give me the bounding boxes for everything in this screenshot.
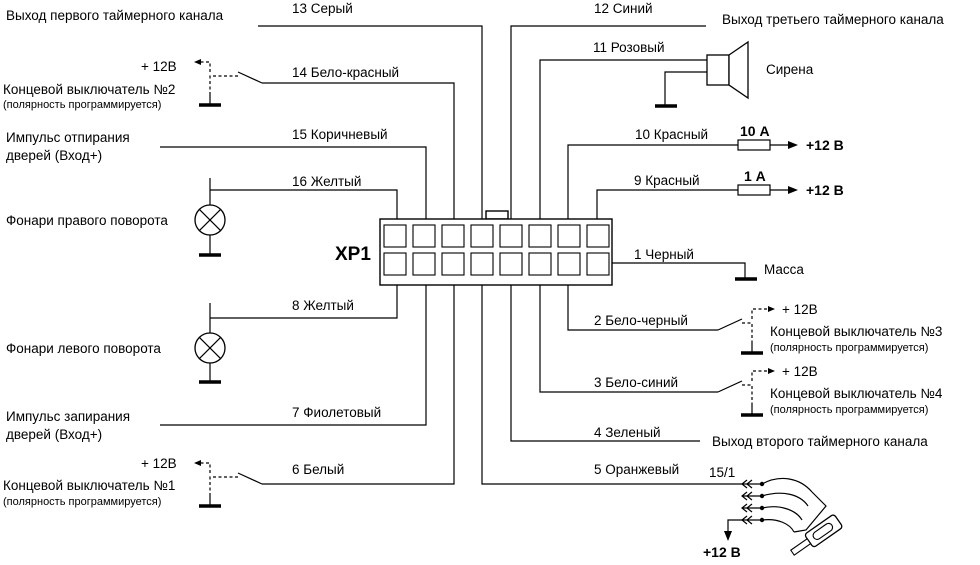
lock-pulse-label-1: Импульс запирания (6, 409, 130, 424)
wire-14 (262, 82, 455, 219)
limit-switch-1-note: (полярность программируется) (3, 496, 161, 508)
wire-16 (210, 189, 398, 219)
limit-switch-3-label: Концевой выключатель №3 (770, 324, 942, 339)
connector-pin-7 (412, 252, 436, 276)
siren-label: Сирена (766, 62, 814, 77)
connector-pin-11 (528, 224, 552, 248)
wire-13-label: 13 Серый (292, 1, 353, 16)
connector-pin-10 (557, 224, 581, 248)
limit-switch-4-label: Концевой выключатель №4 (770, 386, 943, 401)
arrow-1a (788, 186, 798, 194)
fuse-1a-label: 1 А (744, 168, 766, 184)
connector-pin-1 (586, 252, 610, 276)
timer2-out-label: Выход второго таймерного канала (712, 434, 928, 449)
fuse-10a-label: 10 А (740, 123, 770, 139)
fuse-1a-plus12: +12 В (806, 182, 844, 198)
left-turn-label: Фонари левого поворота (6, 341, 161, 356)
wire-4 (510, 285, 700, 442)
wire-7 (160, 285, 427, 426)
wire-3 (539, 285, 718, 393)
connector-pin-3 (528, 252, 552, 276)
wire-9-label: 9 Красный (634, 173, 700, 188)
fuse-1a-icon (737, 184, 771, 196)
connector-xp1 (379, 210, 613, 286)
wire-13 (258, 25, 483, 219)
limit-switch-1 (194, 460, 263, 508)
connector-pin-9 (586, 224, 610, 248)
wire-15-label: 15 Коричневый (292, 127, 388, 142)
wire-10-label: 10 Красный (635, 127, 708, 142)
unlock-pulse-label-2: дверей (Вход+) (6, 148, 102, 163)
ignition-switch-icon (724, 477, 843, 556)
timer3-out-label: Выход третьего таймерного канала (722, 12, 944, 27)
limit-switch-3-plus12: + 12В (782, 302, 818, 317)
fuse-10a-icon (737, 139, 771, 151)
wire-15 (160, 146, 427, 219)
wire-3-label: 3 Бело-синий (594, 375, 678, 390)
connector-pin-15 (412, 224, 436, 248)
wire-12-label: 12 Синий (594, 1, 653, 16)
fuse-10a-plus12: +12 В (806, 137, 844, 153)
wire-11-label: 11 Розовый (593, 40, 665, 55)
left-turn-lamp-icon (194, 303, 226, 384)
limit-switch-4-note: (полярность программируется) (770, 404, 928, 416)
connector-pin-16 (383, 224, 407, 248)
wire-16-label: 16 Желтый (292, 174, 361, 189)
wire-1 (612, 262, 746, 278)
connector-pin-4 (499, 252, 523, 276)
connector-pin-6 (441, 252, 465, 276)
connector-latch (485, 210, 509, 220)
wire-14-label: 14 Бело-красный (292, 65, 399, 80)
limit-switch-3-note: (полярность программируется) (770, 342, 928, 354)
wire-5 (481, 285, 742, 485)
wire-12 (510, 25, 706, 219)
right-turn-label: Фонари правого поворота (6, 213, 168, 228)
wire-6 (262, 285, 455, 485)
wire-1-label: 1 Черный (634, 247, 694, 262)
wire-9 (596, 189, 738, 219)
wire-4-label: 4 Зеленый (594, 425, 661, 440)
ignition-label: 15/1 (709, 465, 735, 480)
connector-pin-14 (441, 224, 465, 248)
limit-switch-1-label: Концевой выключатель №1 (3, 478, 175, 493)
wire-6-label: 6 Белый (292, 462, 344, 477)
siren-icon (655, 40, 749, 108)
wire-7-label: 7 Фиолетовый (292, 405, 381, 420)
connector-pin-5 (470, 252, 494, 276)
lock-pulse-label-2: дверей (Вход+) (6, 427, 102, 442)
connector-pins (383, 224, 610, 276)
limit-switch-2-label: Концевой выключатель №2 (3, 82, 175, 97)
wire-8-label: 8 Желтый (292, 298, 354, 313)
connector-pin-13 (470, 224, 494, 248)
right-turn-lamp-icon (194, 178, 226, 257)
wire-5-label: 5 Оранжевый (594, 462, 679, 477)
connector-label: XP1 (335, 244, 371, 265)
limit-switch-2 (194, 59, 263, 107)
connector-pin-12 (499, 224, 523, 248)
timer1-out-label: Выход первого таймерного канала (6, 8, 224, 23)
connector-pin-2 (557, 252, 581, 276)
limit-switch-4 (717, 368, 775, 417)
limit-switch-3 (717, 306, 775, 355)
wire-8 (210, 285, 398, 319)
ignition-plus12: +12 В (703, 544, 741, 560)
limit-switch-1-plus12: + 12В (141, 456, 177, 471)
wire-10 (567, 144, 738, 219)
limit-switch-4-plus12: + 12В (782, 364, 818, 379)
arrow-10a (788, 141, 798, 149)
ground-label: Масса (764, 262, 804, 277)
limit-switch-2-plus12: + 12В (141, 59, 177, 74)
limit-switch-2-note: (полярность программируется) (3, 99, 161, 111)
connector-pin-8 (383, 252, 407, 276)
wire-2 (567, 285, 718, 331)
wire-11 (539, 59, 710, 219)
unlock-pulse-label-1: Импульс отпирания (6, 130, 130, 145)
wire-2-label: 2 Бело-черный (594, 313, 688, 328)
